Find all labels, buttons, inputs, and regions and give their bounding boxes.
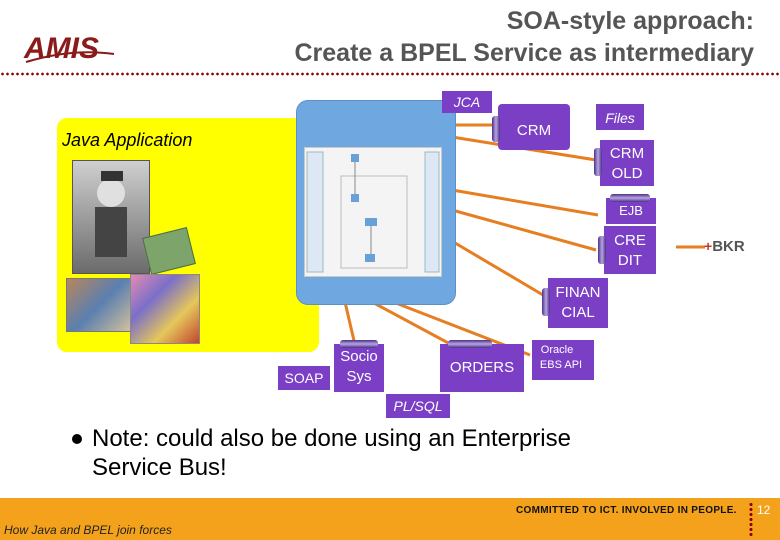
financial-connector [542, 288, 550, 316]
crm-label: CRM [516, 122, 552, 139]
header-divider [0, 72, 780, 76]
soap-label: SOAP [278, 366, 330, 390]
crm-connector [492, 116, 500, 142]
bkr-logo-text: BKR [712, 238, 745, 255]
bpel-process-diagram [304, 147, 442, 277]
java-application-label: Java Application [62, 130, 193, 150]
crm-box [498, 104, 570, 150]
financial-box [548, 278, 608, 328]
financial-label-line2: CIAL [561, 304, 595, 321]
footer-caption: How Java and BPEL join forces [4, 523, 172, 537]
crm-old-box [600, 140, 654, 186]
credit-connector [598, 236, 606, 264]
plsql-label: PL/SQL [386, 394, 450, 418]
footer-slogan: COMMITTED TO ICT. INVOLVED IN PEOPLE. [516, 505, 737, 516]
line-orders [371, 300, 453, 347]
crm-old-connector [594, 148, 602, 176]
line-financial [449, 238, 544, 297]
amis-logo-graphic: AMIS [23, 32, 115, 65]
oracle-ebs-label-line2: EBS API [539, 359, 583, 371]
orders-label: ORDERS [449, 359, 515, 376]
socio-sys-connector [340, 340, 378, 348]
orders-connector [448, 340, 492, 348]
jca-label: JCA [442, 91, 492, 113]
crm-old-label-line1: CRM [609, 145, 645, 162]
oracle-ebs-label-line1: Oracle [540, 344, 574, 356]
line-credit [451, 208, 597, 252]
files-label: Files [605, 110, 635, 126]
oracle-ebs-box [532, 340, 594, 380]
footer-bar [0, 498, 780, 540]
shopping-bags-image [130, 274, 200, 344]
files-box [596, 104, 644, 130]
socio-sys-label-line1: Socio [340, 348, 378, 365]
credit-label-line2: DIT [617, 252, 643, 269]
slide-title-line2: Create a BPEL Service as intermediary [294, 39, 754, 67]
note-line1: Note: could also be done using an Enterp… [92, 425, 571, 452]
bullet-dot [72, 434, 82, 444]
ejb-box [606, 198, 656, 224]
bkr-plus-icon: + [704, 238, 713, 254]
orders-box [440, 344, 524, 392]
page-number: 12 [757, 503, 771, 517]
socio-sys-box [334, 344, 384, 392]
children-photo [66, 278, 132, 332]
slide-title-line1: SOA-style approach: [506, 7, 754, 35]
note-line2: Service Bus! [92, 454, 227, 481]
line-socio [343, 301, 357, 346]
note-text: Note: could also be done using an Enterp… [92, 424, 571, 482]
ejb-connector [610, 194, 650, 202]
amis-logo: AMIS [22, 28, 117, 73]
credit-box [604, 226, 656, 274]
ejb-label: EJB [619, 203, 643, 218]
soldier-photo [72, 160, 150, 274]
bkr-logo: +BKR [704, 238, 745, 256]
footer-dots-icon [749, 502, 753, 536]
line-ejb [451, 188, 599, 217]
socio-sys-label-line2: Sys [346, 368, 372, 385]
credit-label-line1: CRE [614, 232, 646, 249]
financial-label-line1: FINAN [555, 284, 601, 301]
crm-old-label-line2: OLD [611, 165, 643, 182]
